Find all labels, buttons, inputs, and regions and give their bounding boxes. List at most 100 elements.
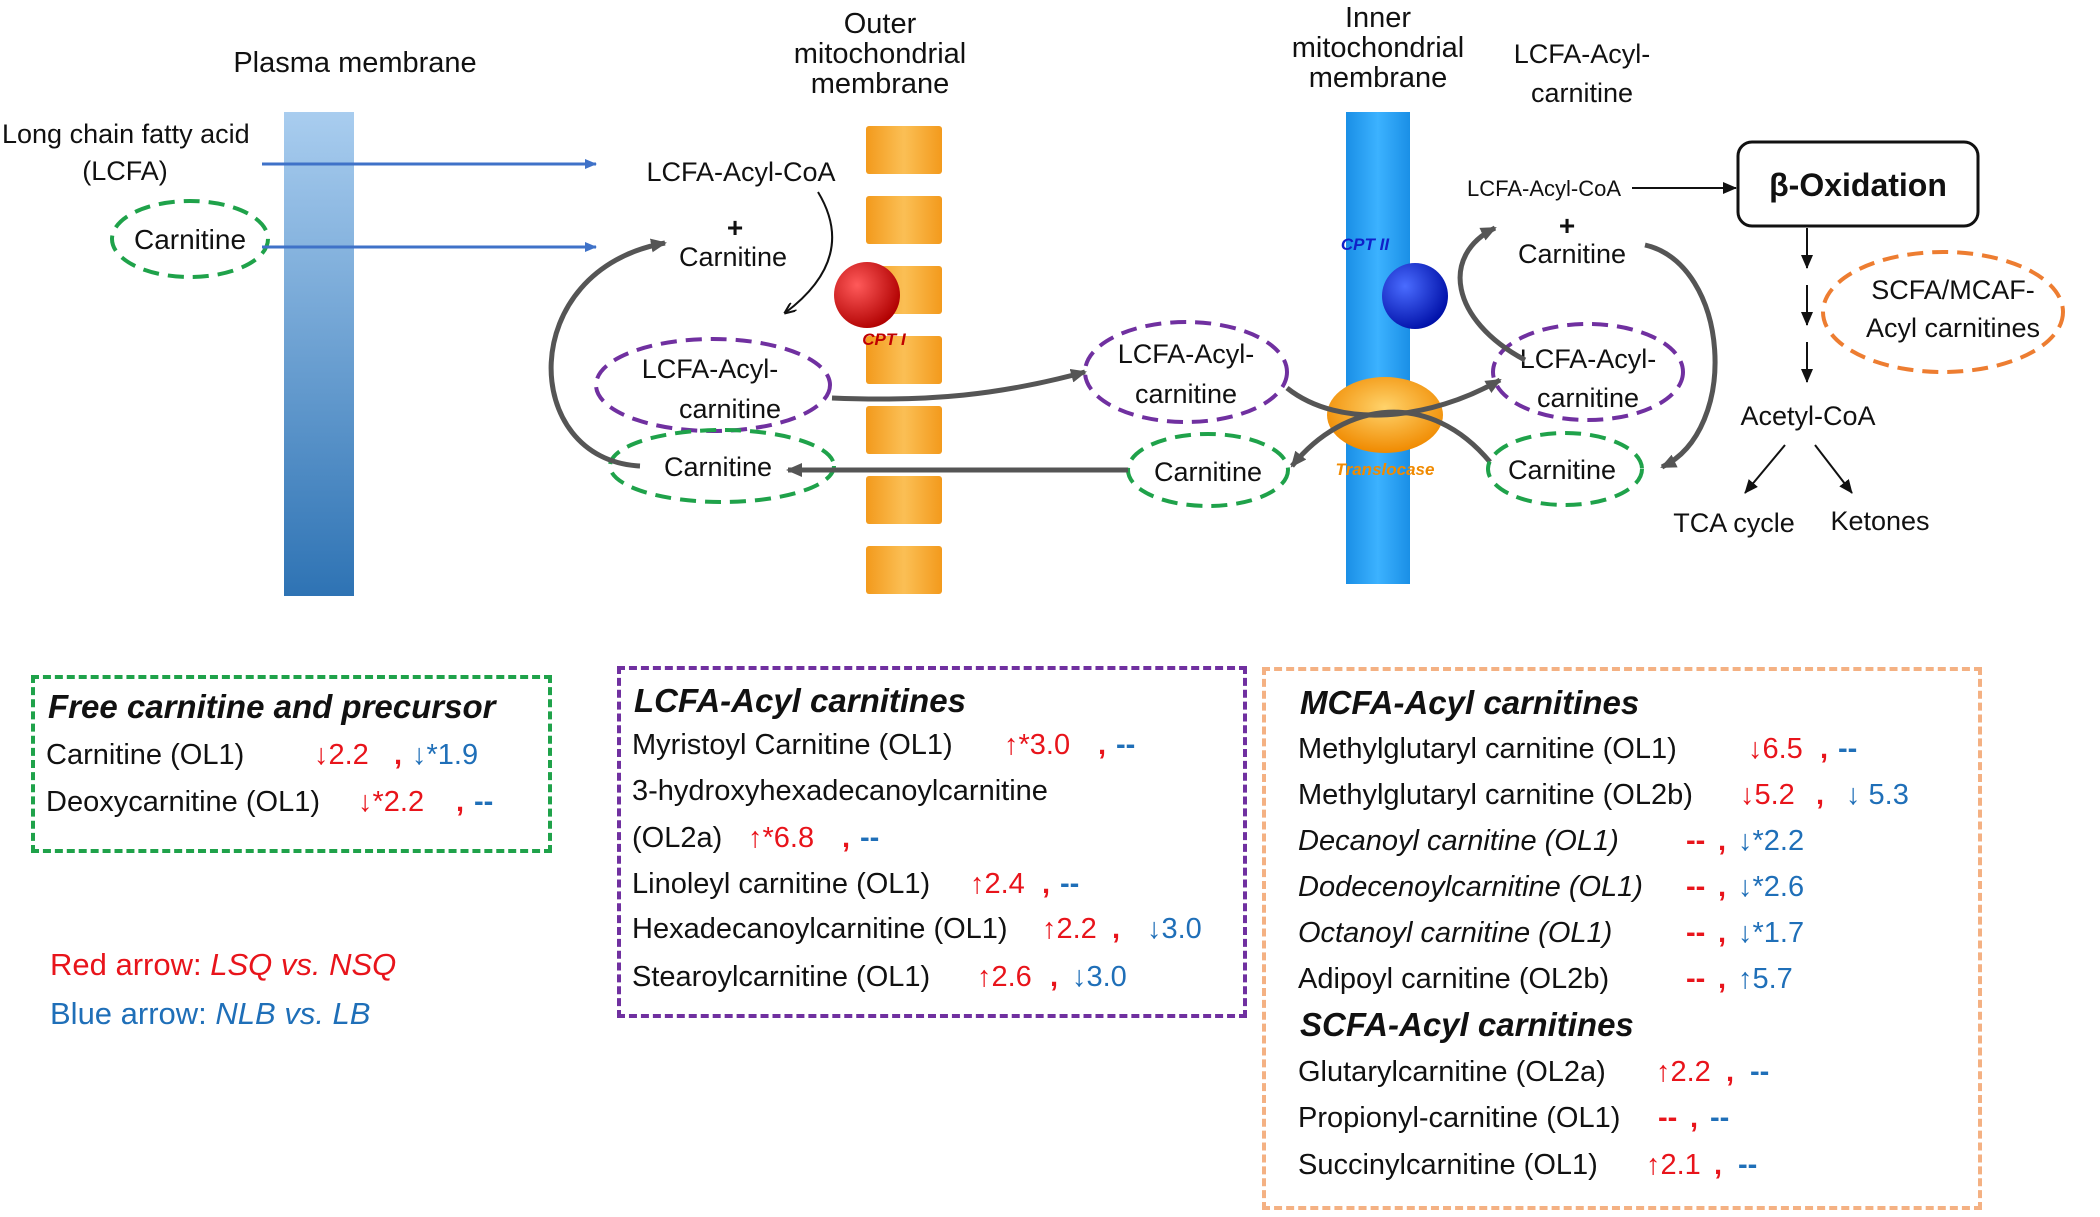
metabolite-name: Stearoylcarnitine (OL1) (632, 961, 931, 993)
carnitine-export-arrow-2 (1290, 409, 1492, 468)
mcfa-scfa-acyl-carnitines-box (1262, 667, 1982, 1210)
acylcarnitine-ims-oval (1083, 320, 1289, 424)
list-item: Glutarylcarnitine (OL2a) ↑2.2 , -- (1298, 1055, 1769, 1089)
inner-membrane-label-3: membrane (1309, 62, 1448, 94)
acylcarnitine-matrix-label-2: carnitine (1537, 383, 1639, 413)
mcfa-box-title: MCFA-Acyl carnitines (1300, 684, 1640, 721)
blue-change: ↓*1.9 (412, 739, 479, 771)
separator: , (1690, 1102, 1699, 1134)
metabolite-name: Deoxycarnitine (OL1) (46, 786, 320, 818)
red-change: ↑*6.8 (748, 822, 815, 854)
carnitine-ims-label: Carnitine (1154, 457, 1262, 487)
carnitine-cytosol-return-oval (608, 428, 836, 504)
list-item: Octanoyl carnitine (OL1) -- , ↓*1.7 (1298, 916, 1804, 950)
separator: , (1714, 1149, 1723, 1181)
separator: , (1098, 729, 1107, 761)
blue-change: ↓ 5.3 (1846, 779, 1909, 811)
plasma-membrane-label: Plasma membrane (233, 47, 476, 79)
blue-change: ↓3.0 (1072, 961, 1127, 993)
lcfa-box-title: LCFA-Acyl carnitines (634, 682, 966, 719)
cpt2-label: CPT II (1341, 235, 1390, 254)
separator: , (1042, 868, 1051, 900)
red-change: ↓2.2 (314, 739, 369, 771)
legend-red-label: Red arrow: (50, 947, 211, 982)
acylcarnitine-cytosol-label-1: LCFA-Acyl- (642, 354, 779, 384)
list-item: Dodecenoylcarnitine (OL1) -- , ↓*2.6 (1298, 870, 1804, 904)
list-item: Stearoylcarnitine (OL1) ↑2.6 , ↓3.0 (632, 960, 1127, 994)
red-change: ↓*2.2 (358, 786, 425, 818)
blue-change: -- (860, 822, 880, 854)
list-item: (OL2a) ↑*6.8 , -- (632, 821, 879, 855)
legend-blue-value: NLB vs. LB (215, 996, 371, 1031)
red-change: ↑2.6 (977, 961, 1032, 993)
beta-oxidation-box (1736, 140, 1980, 228)
lcfa-label-1: Long chain fatty acid (2, 119, 250, 149)
outer-membrane-label-1: Outer (844, 8, 917, 40)
list-item: Succinylcarnitine (OL1) ↑2.1 , -- (1298, 1148, 1757, 1182)
metabolite-name: Methylglutaryl carnitine (OL1) (1298, 733, 1677, 765)
cpt2-cycle-arrow-up (1457, 225, 1527, 363)
separator: , (456, 786, 465, 818)
list-item: Methylglutaryl carnitine (OL2b) ↓5.2 , ↓… (1298, 778, 1909, 812)
legend-blue: Blue arrow: NLB vs. LB (50, 997, 370, 1031)
carnitine-cytosol-return-label: Carnitine (664, 452, 772, 482)
list-item: Myristoyl Carnitine (OL1) ↑*3.0 , -- (632, 728, 1135, 762)
metabolite-name: Dodecenoylcarnitine (OL1) (1298, 871, 1643, 903)
separator: , (1050, 961, 1059, 993)
red-change: ↑2.4 (970, 868, 1025, 900)
lcfa-acyl-coa-cytosol: LCFA-Acyl-CoA (646, 157, 835, 187)
acetyl-coa-to-tca-arrow (1744, 444, 1786, 494)
carnitine-cytosol: Carnitine (679, 242, 787, 272)
separator: , (1718, 917, 1727, 949)
red-change: ↑*3.0 (1004, 729, 1071, 761)
carnitine-outside-label: Carnitine (134, 224, 246, 255)
blue-change: -- (1116, 729, 1136, 761)
cpt1-label: CPT I (862, 330, 907, 349)
list-item: Adipoyl carnitine (OL2b) -- , ↑5.7 (1298, 962, 1793, 996)
acylcarnitine-matrix-label-1: LCFA-Acyl- (1520, 344, 1657, 374)
inner-membrane-label-1: Inner (1345, 2, 1411, 34)
legend-blue-label: Blue arrow: (50, 996, 216, 1031)
separator: , (1816, 779, 1825, 811)
metabolite-name: (OL2a) (632, 822, 723, 854)
metabolite-name: Myristoyl Carnitine (OL1) (632, 729, 953, 761)
scfa-mcaf-oval (1821, 250, 2065, 374)
carnitine-outside-oval (110, 199, 270, 279)
outer-membrane-label-3: membrane (811, 68, 950, 100)
carnitine-recycle-arrow-matrix (1644, 242, 1718, 470)
metabolite-name: Hexadecanoylcarnitine (OL1) (632, 913, 1008, 945)
blue-change: -- (474, 786, 494, 818)
lcfa-label-2: (LCFA) (82, 156, 168, 186)
blue-change: -- (1710, 1102, 1730, 1134)
acylcarnitine-transport-arrow-1 (831, 368, 1087, 402)
carnitine-recycle-arrow-cytosol (548, 238, 667, 469)
blue-change: -- (1750, 1056, 1770, 1088)
red-change: ↓6.5 (1748, 733, 1803, 765)
carnitine-matrix: Carnitine (1518, 239, 1626, 269)
blue-change: -- (1738, 1149, 1758, 1181)
metabolite-name: Decanoyl carnitine (OL1) (1298, 825, 1619, 857)
metabolite-name: Glutarylcarnitine (OL2a) (1298, 1056, 1606, 1088)
metabolite-name: Methylglutaryl carnitine (OL2b) (1298, 779, 1693, 811)
red-change: ↑2.2 (1042, 913, 1097, 945)
list-item: Decanoyl carnitine (OL1) -- , ↓*2.2 (1298, 824, 1804, 858)
red-change: -- (1686, 871, 1706, 903)
legend-red: Red arrow: LSQ vs. NSQ (50, 948, 396, 982)
metabolite-name: Carnitine (OL1) (46, 739, 245, 771)
acylcarnitine-cytosol-label-2: carnitine (679, 394, 781, 424)
scfa-mcaf-label-2: Acyl carnitines (1866, 313, 2040, 343)
metabolite-name: Adipoyl carnitine (OL2b) (1298, 963, 1610, 995)
red-change: ↑2.1 (1646, 1149, 1701, 1181)
list-item: Deoxycarnitine (OL1) ↓*2.2 , -- (46, 785, 493, 819)
cpt2-enzyme (1382, 263, 1448, 329)
cpt1-reaction-arrow (785, 191, 834, 313)
list-item: Carnitine (OL1) ↓2.2 , ↓*1.9 (46, 738, 478, 772)
free-carnitine-title: Free carnitine and precursor (48, 688, 496, 725)
separator: , (1718, 825, 1727, 857)
list-item: Hexadecanoylcarnitine (OL1) ↑2.2 , ↓3.0 (632, 912, 1202, 946)
inner-membrane-label-2: mitochondrial (1292, 32, 1464, 64)
scfa-mcaf-label-1: SCFA/MCAF- (1871, 275, 2035, 305)
translocase-label: Translocase (1336, 460, 1435, 479)
ketones-label: Ketones (1830, 506, 1929, 536)
